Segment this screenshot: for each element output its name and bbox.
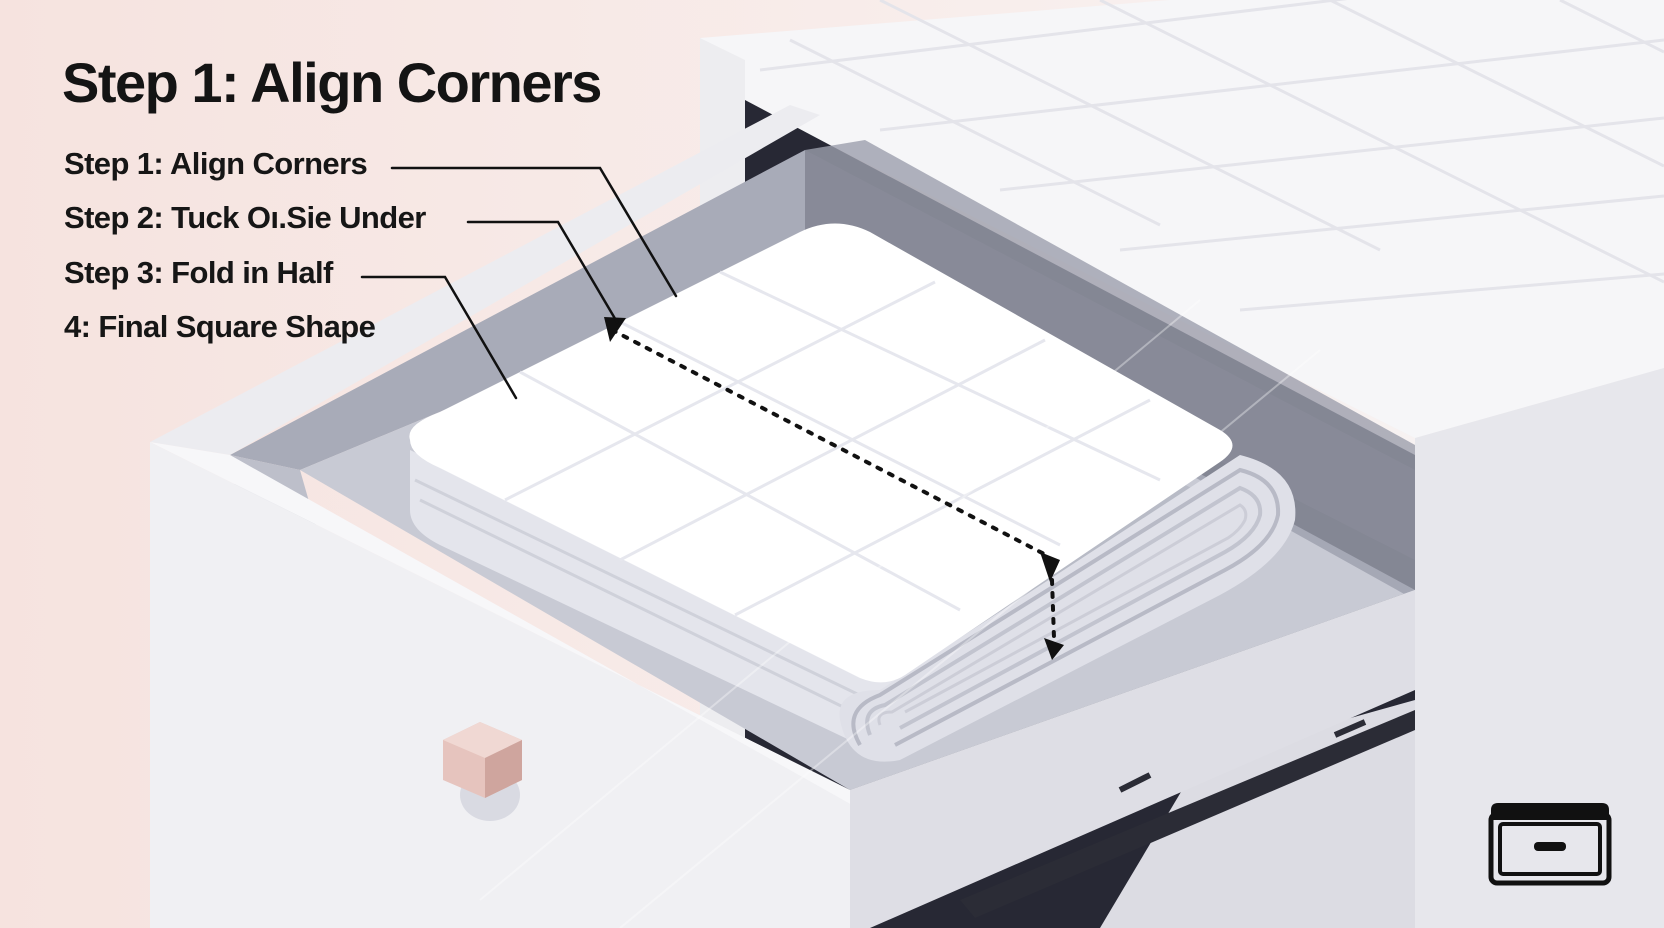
drawer-side: [850, 590, 1415, 928]
leader-lines: [360, 166, 678, 400]
dotted-measure-vertical: [1050, 578, 1056, 640]
arrowhead-start-icon: [604, 317, 626, 342]
leader-step-3: [360, 275, 518, 400]
overlay-grid: [479, 299, 1321, 928]
drawer-rim: [150, 105, 820, 455]
leader-step-1: [390, 166, 678, 298]
leader-step-2: [466, 220, 619, 324]
measurement-lines: [604, 317, 1064, 660]
towel-top: [409, 223, 1233, 683]
step-label-4: 4: Final Square Shape: [64, 309, 376, 344]
step-label-1: Step 1: Align Corners: [64, 146, 368, 181]
page-title: Step 1: Align Corners: [62, 51, 602, 114]
drawer-knob: [443, 722, 522, 821]
dotted-measure-diagonal: [610, 328, 1050, 558]
arrowhead-bottom-icon: [1044, 638, 1064, 660]
towel-quilt-lines: [504, 270, 1161, 617]
step-label-3: Step 3: Fold in Half: [64, 255, 333, 290]
drawer-interior-back: [230, 150, 805, 470]
arrowhead-end-icon: [1040, 552, 1060, 582]
cabinet-top-tiles: [759, 0, 1664, 312]
step-label-2: Step 2: Tuck Oı.Sie Under: [64, 200, 426, 235]
cabinet-right-side: [1415, 368, 1664, 928]
drawer-front: [150, 442, 850, 928]
cabinet-top: [700, 0, 1664, 438]
drawer-slide-rail: [960, 710, 1415, 918]
drawer-icon: [1488, 803, 1612, 886]
